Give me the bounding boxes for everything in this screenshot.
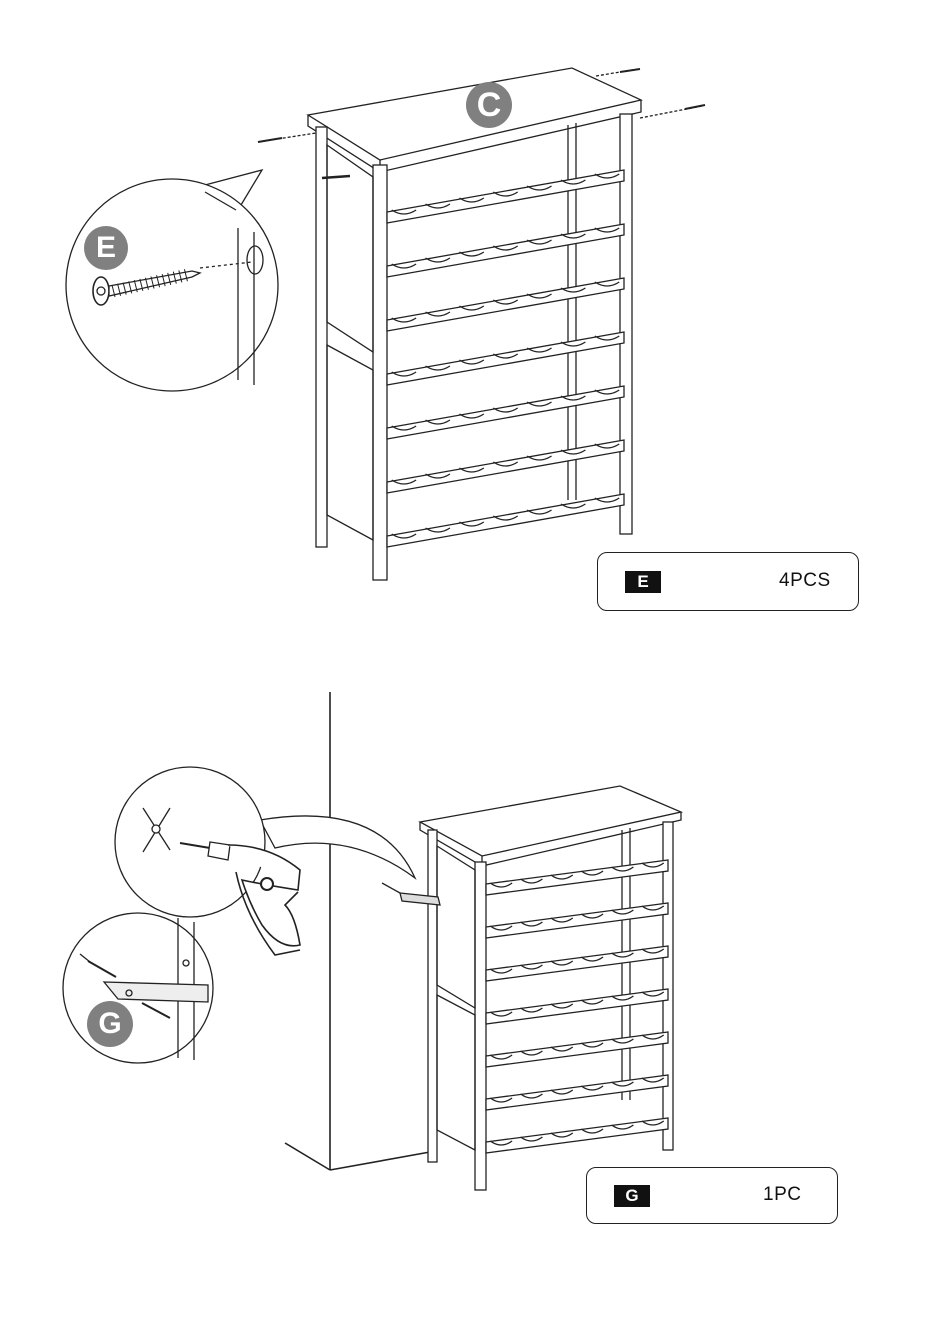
shelf-slat xyxy=(486,989,668,1024)
shelf-slat xyxy=(486,946,668,981)
shelf-slat xyxy=(486,903,668,938)
part-g-quantity: 1PC xyxy=(763,1184,801,1206)
shelf-slat xyxy=(486,1118,668,1153)
shelf-slat xyxy=(486,1075,668,1110)
detail-magnifier-g xyxy=(63,913,213,1063)
wall-corner xyxy=(285,692,430,1170)
shelf-slat xyxy=(486,860,668,895)
bottle-shelf-rows-2 xyxy=(486,860,668,1153)
part-tag-g: G xyxy=(614,1185,650,1207)
label-g-badge: G xyxy=(87,1001,133,1047)
shelf-slat xyxy=(486,1032,668,1067)
